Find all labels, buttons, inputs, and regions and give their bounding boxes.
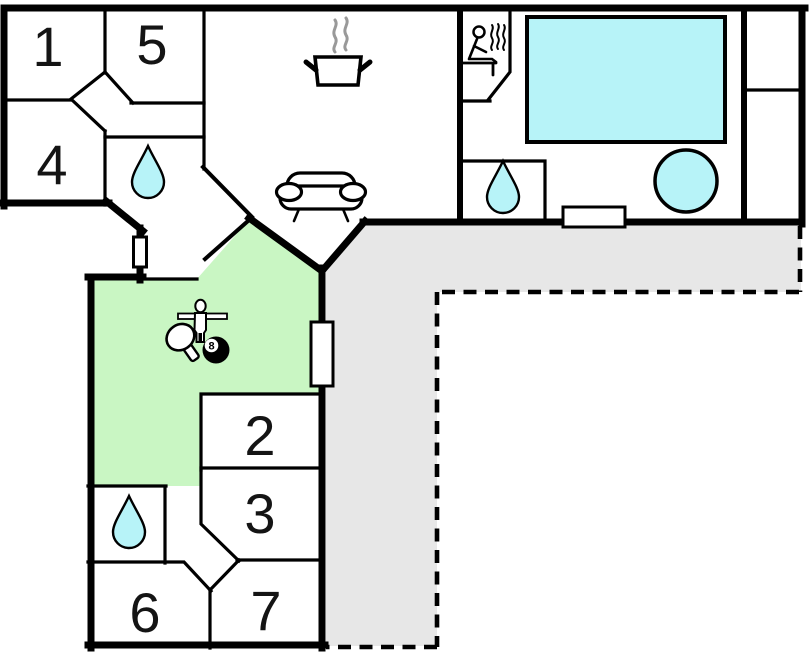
hot-tub [653, 148, 719, 214]
terrace-dashed-border [326, 226, 803, 650]
room-label-5: 5 [136, 13, 167, 76]
windows [132, 205, 627, 388]
terrace [326, 224, 803, 650]
room-label-7: 7 [250, 579, 281, 642]
room-label-2: 2 [244, 404, 275, 467]
foosball-player-icon [177, 298, 228, 343]
terrace-area [326, 224, 801, 646]
water-drop-icons [111, 143, 521, 550]
swimming-pool [525, 15, 727, 144]
sofa-icon [274, 171, 368, 223]
room-labels: 1 5 4 2 3 6 7 [32, 13, 281, 644]
inner-walls [2, 6, 802, 650]
pot-handles [303, 59, 373, 73]
steam-lines [332, 16, 349, 54]
room-label-1: 1 [32, 15, 63, 78]
pot-body [312, 55, 364, 87]
steaming-pot-icon [303, 16, 373, 87]
eight-ball-number: 8 [208, 341, 214, 353]
billiard-8-ball-icon: 8 [202, 336, 230, 364]
room-label-4: 4 [36, 133, 67, 196]
window [132, 235, 148, 269]
window [309, 320, 335, 388]
room-label-6: 6 [129, 581, 160, 644]
water-drop-icon [485, 158, 521, 215]
games-icons: 8 [165, 298, 230, 364]
room-label-3: 3 [244, 482, 275, 545]
water-drop-icon [130, 143, 166, 200]
window [561, 205, 627, 229]
table-tennis-paddle-icon [165, 322, 200, 363]
sauna-steam-lines [490, 23, 506, 51]
water-drop-icon [111, 493, 147, 550]
sauna-person-icon [459, 23, 506, 77]
